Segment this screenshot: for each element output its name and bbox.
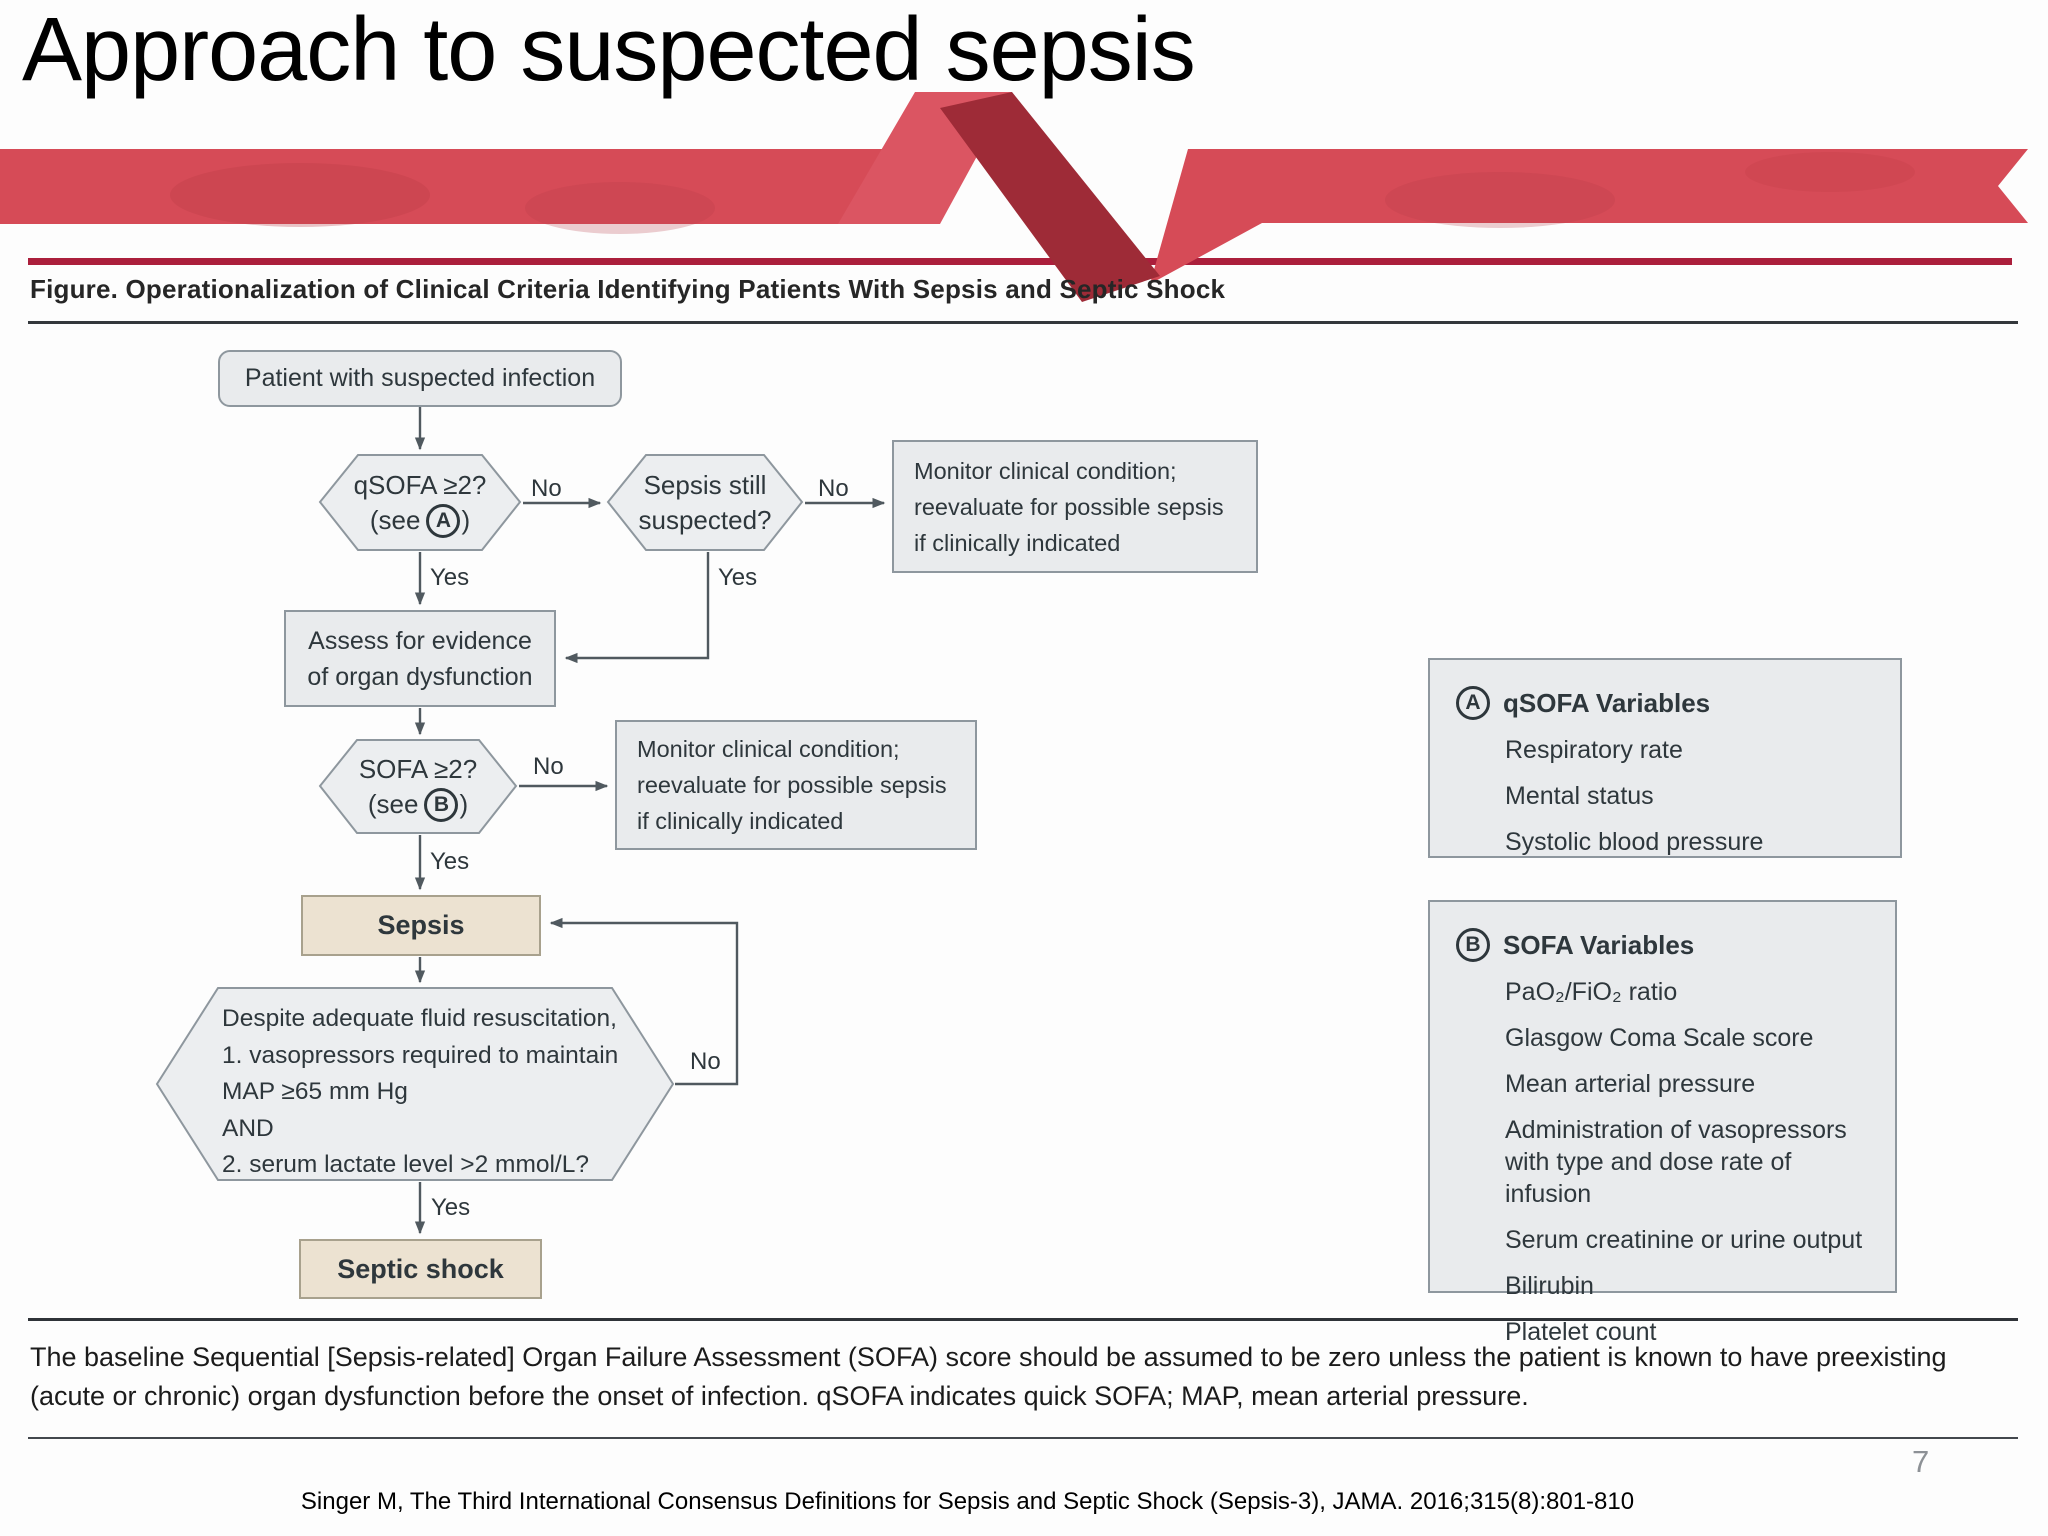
edge-label-yes-sofa: Yes (430, 848, 470, 875)
see-suffix: ) (459, 789, 469, 819)
citation: Singer M, The Third International Consen… (300, 1488, 1635, 1515)
qsofa-variable-item: Systolic blood pressure (1505, 828, 1764, 856)
septic-shock-decision-shape (155, 987, 675, 1181)
sepsis-node: Sepsis (301, 895, 541, 956)
sofa-decision-shape (318, 739, 518, 834)
qsofa-question: qSOFA ≥2? (353, 470, 487, 500)
sofa-variable-item: Mean arterial pressure (1505, 1070, 1756, 1098)
sofa-see-row: (see B ) (368, 787, 468, 822)
qsofa-variable-item: Mental status (1505, 782, 1654, 810)
connector-sepsis-still-yes (564, 552, 710, 664)
monitor-line1: Monitor clinical condition; (637, 736, 900, 762)
edge-label-no-shockq: No (690, 1048, 721, 1075)
sepsis-still-decision: Sepsis still suspected? (608, 455, 802, 551)
assess-node: Assess for evidence of organ dysfunction (284, 610, 556, 707)
sofa-question: SOFA ≥2? (358, 754, 478, 784)
septic-shock-node: Septic shock (299, 1239, 542, 1299)
qsofa-see-row: (see A ) (370, 503, 470, 538)
sofa-decision: SOFA ≥2? (see B ) (320, 740, 516, 834)
ribbon-banner (0, 92, 2028, 302)
shock-question-line: Despite adequate fluid resuscitation, (222, 1005, 617, 1032)
flow-connectors (414, 407, 886, 1235)
page-number: 7 (1912, 1444, 1930, 1479)
septic-shock-node-label: Septic shock (337, 1253, 504, 1284)
slide-title: Approach to suspected sepsis (22, 0, 1196, 100)
figure-footnote: The baseline Sequential [Sepsis-related]… (30, 1342, 1947, 1411)
sofa-variable-item: PaO₂/FiO₂ ratio (1505, 978, 1678, 1006)
sofa-variables-panel: B SOFA Variables PaO₂/FiO₂ ratio Glasgow… (1428, 900, 1897, 1346)
shock-question-line: 2. serum lactate level >2 mmol/L? (222, 1151, 589, 1178)
monitor-node-middle: Monitor clinical condition; reevaluate f… (615, 720, 977, 850)
qsofa-variables-panel: A qSOFA Variables Respiratory rate Menta… (1428, 658, 1902, 858)
edge-label-yes-shockq: Yes (431, 1194, 471, 1221)
accent-bar (28, 258, 2012, 265)
qsofa-decision-shape (318, 454, 522, 551)
caption-rule (28, 321, 2018, 324)
assess-line2: of organ dysfunction (307, 662, 533, 691)
ref-a-circle-icon: A (1456, 686, 1490, 720)
start-node-label: Patient with suspected infection (244, 364, 596, 392)
edge-label-yes-sepsis-still: Yes (718, 564, 758, 591)
monitor-node-top: Monitor clinical condition; reevaluate f… (892, 440, 1258, 573)
edge-label-yes-qsofa: Yes (430, 564, 470, 591)
see-prefix: (see (367, 789, 419, 819)
assess-line1: Assess for evidence (308, 626, 532, 655)
qsofa-panel-header: A qSOFA Variables (1456, 686, 1876, 720)
start-node: Patient with suspected infection (218, 350, 622, 407)
see-suffix: ) (461, 505, 471, 535)
monitor-line1: Monitor clinical condition; (914, 457, 1177, 484)
sepsis-still-line2: suspected? (638, 505, 772, 535)
edge-label-no-qsofa: No (531, 475, 562, 502)
sepsis-still-line1: Sepsis still (643, 470, 767, 500)
sofa-panel-title: SOFA Variables (1503, 929, 1695, 960)
monitor-line3: if clinically indicated (637, 808, 844, 834)
see-prefix: (see (369, 505, 421, 535)
ref-a-circle-icon: A (426, 503, 461, 538)
figure-bottom-rule (28, 1318, 2018, 1321)
connector-shockq-no (549, 917, 739, 1086)
sofa-variable-item: Platelet count (1505, 1318, 1657, 1346)
figure-caption: Figure. Operationalization of Clinical C… (30, 274, 1226, 304)
shock-question-line: AND (222, 1114, 274, 1142)
monitor-line3: if clinically indicated (914, 529, 1121, 556)
monitor-line2: reevaluate for possible sepsis (914, 493, 1224, 520)
sofa-variable-item: Bilirubin (1505, 1272, 1594, 1300)
ref-b-circle-icon: B (424, 787, 459, 822)
septic-shock-decision: Despite adequate fluid resuscitation, 1.… (222, 1001, 658, 1184)
sepsis-node-label: Sepsis (377, 910, 465, 940)
shock-question-line: MAP ≥65 mm Hg (222, 1078, 408, 1105)
shock-question-line: 1. vasopressors required to maintain (222, 1041, 619, 1069)
sofa-panel-items: PaO₂/FiO₂ ratio Glasgow Coma Scale score… (1505, 976, 1871, 1348)
ref-b-circle-icon: B (1456, 928, 1490, 962)
footer-rule (28, 1437, 2018, 1439)
sofa-variable-item: Glasgow Coma Scale score (1505, 1024, 1814, 1052)
qsofa-variable-item: Respiratory rate (1505, 736, 1683, 764)
sepsis-still-decision-shape (606, 454, 804, 551)
decision-shapes (155, 454, 804, 1181)
monitor-line2: reevaluate for possible sepsis (637, 772, 947, 798)
sofa-variable-item: Serum creatinine or urine output (1505, 1226, 1863, 1254)
qsofa-panel-items: Respiratory rate Mental status Systolic … (1505, 734, 1876, 858)
sofa-panel-header: B SOFA Variables (1456, 928, 1871, 962)
edge-label-no-sofa: No (533, 753, 564, 780)
qsofa-decision: qSOFA ≥2? (see A ) (320, 455, 520, 551)
sofa-variable-item: Administration of vasopressors with type… (1505, 1116, 1847, 1208)
qsofa-panel-title: qSOFA Variables (1503, 687, 1711, 718)
edge-label-no-sepsis-still: No (818, 475, 849, 502)
